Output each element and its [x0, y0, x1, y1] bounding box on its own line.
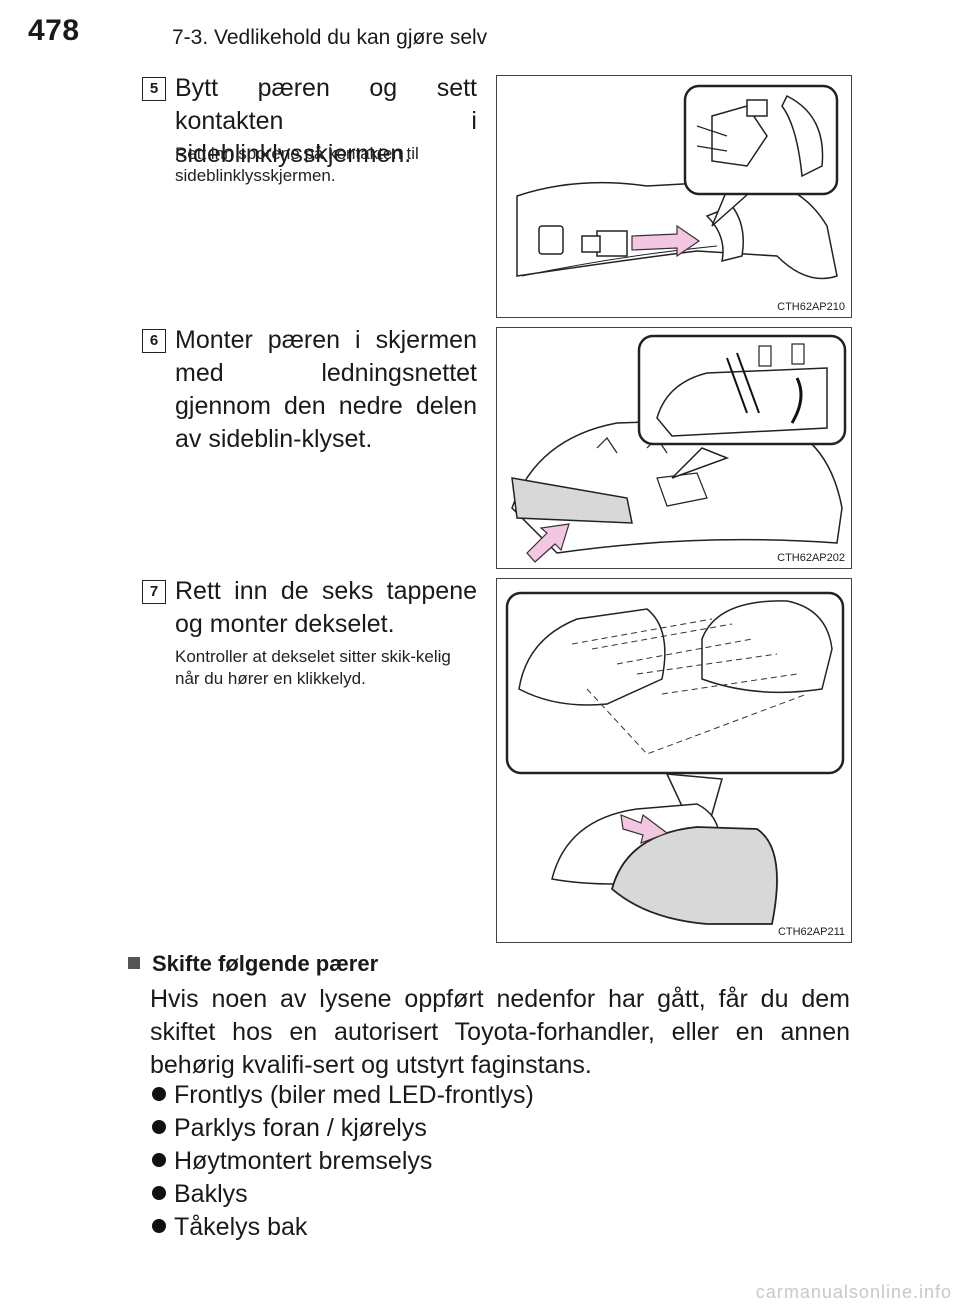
- section-heading: Skifte følgende pærer: [128, 951, 378, 977]
- step-5-note: Rett inn sporene på kontakten til sidebl…: [175, 144, 419, 185]
- bullet-icon: [152, 1087, 166, 1102]
- step-7-note: Kontroller at dekselet sitter skik-kelig…: [175, 647, 451, 688]
- step-5-badge: 5: [142, 77, 166, 101]
- bullet-icon: [152, 1153, 166, 1168]
- step-6-figure: CTH62AP202: [496, 327, 852, 569]
- square-bullet-icon: [128, 957, 140, 970]
- list-item: Høytmontert bremselys: [152, 1145, 534, 1178]
- list-item: Tåkelys bak: [152, 1211, 534, 1244]
- header-title: 7-3. Vedlikehold du kan gjøre selv: [172, 26, 488, 49]
- list-item: Parklys foran / kjørelys: [152, 1112, 534, 1145]
- section-paragraph: Hvis noen av lysene oppført nedenfor har…: [150, 985, 850, 1079]
- bulb-socket-illustration: [516, 84, 839, 280]
- watermark: carmanualsonline.info: [755, 1282, 952, 1302]
- step-6-text: Monter pæren i skjermen med ledningsnett…: [175, 326, 477, 453]
- section-heading-text: Skifte følgende pærer: [152, 951, 379, 976]
- list-item: Frontlys (biler med LED-frontlys): [152, 1079, 534, 1112]
- bulb-list: Frontlys (biler med LED-frontlys) Parkly…: [152, 1079, 534, 1244]
- step-7-text: Rett inn de seks tappene og monter dekse…: [175, 577, 477, 638]
- bullet-icon: [152, 1219, 166, 1234]
- bullet-icon: [152, 1186, 166, 1201]
- step-6-figure-code: CTH62AP202: [777, 552, 845, 564]
- step-7-figure: CTH62AP211: [496, 578, 852, 943]
- step-7-badge: 7: [142, 580, 166, 604]
- mirror-cover-illustration: [505, 591, 845, 925]
- step-7-figure-code: CTH62AP211: [777, 926, 845, 938]
- step-5-text: Bytt pæren og sett kontakten i sideblink…: [175, 74, 477, 168]
- step-6-badge: 6: [142, 329, 166, 353]
- step-5-figure-code: CTH62AP210: [777, 301, 845, 313]
- step-5-figure: CTH62AP210: [496, 75, 852, 318]
- mirror-housing-illustration: [511, 334, 847, 563]
- list-item: Baklys: [152, 1178, 534, 1211]
- page-number: 478: [28, 14, 80, 47]
- bullet-icon: [152, 1120, 166, 1135]
